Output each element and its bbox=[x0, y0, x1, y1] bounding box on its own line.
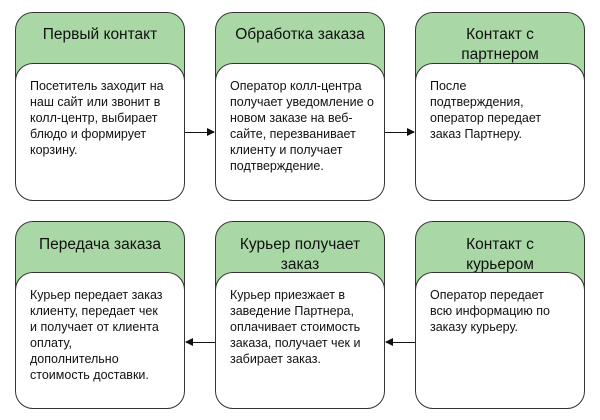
step-order-processing: Обработка заказа Оператор колл-центра по… bbox=[215, 12, 385, 201]
step-first-contact: Первый контакт Посетитель заходит на наш… bbox=[15, 12, 185, 201]
step-title: Первый контакт bbox=[42, 26, 158, 43]
step-title: Обработка заказа bbox=[235, 26, 365, 43]
step-title: Контакт с партнером bbox=[461, 26, 539, 63]
step-description: Курьер передает заказ клиенту, передает … bbox=[16, 272, 184, 408]
step-partner-contact: Контакт с партнером После подтверждения,… bbox=[415, 12, 585, 201]
step-description: Курьер приезжает в заведение Партнера, о… bbox=[216, 272, 384, 408]
arrow-right bbox=[385, 126, 415, 138]
step-description: После подтверждения, оператор передает з… bbox=[416, 63, 584, 200]
step-description: Оператор колл-центра получает уведомлени… bbox=[216, 63, 384, 200]
step-courier-pickup: Курьер получает заказ Курьер приезжает в… bbox=[215, 221, 385, 409]
step-title: Курьер получает заказ bbox=[239, 236, 361, 273]
step-title: Контакт с курьером bbox=[466, 236, 534, 273]
step-order-delivery: Передача заказа Курьер передает заказ кл… bbox=[15, 221, 185, 409]
arrow-left bbox=[385, 336, 415, 348]
step-description: Посетитель заходит на наш сайт или звони… bbox=[16, 63, 184, 200]
arrow-right bbox=[185, 126, 215, 138]
arrow-left bbox=[185, 336, 215, 348]
step-description: Оператор передает всю информацию по зака… bbox=[416, 272, 584, 408]
step-title: Передача заказа bbox=[38, 236, 161, 253]
step-courier-contact: Контакт с курьером Оператор передает всю… bbox=[415, 221, 585, 409]
